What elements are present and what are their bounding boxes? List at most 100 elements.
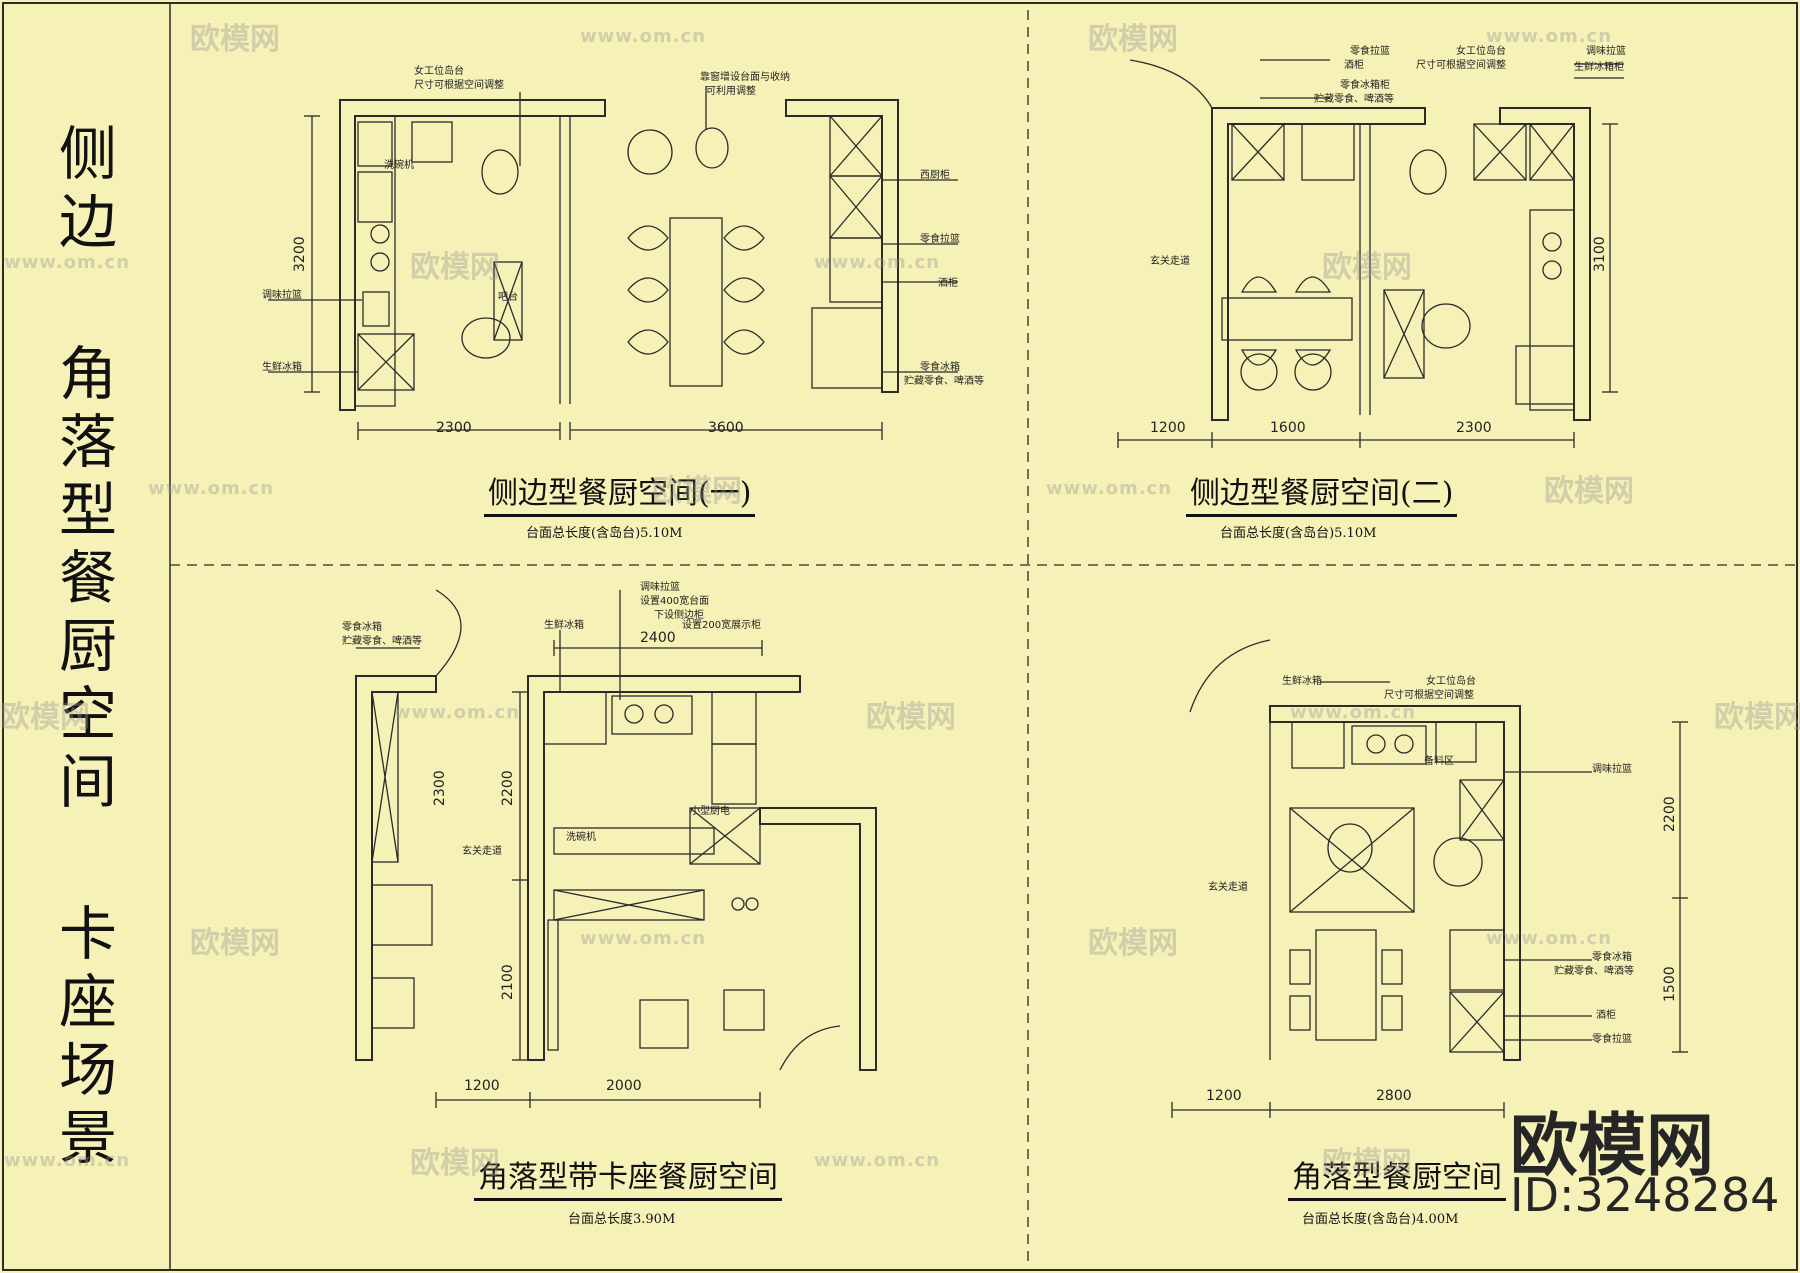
plan-3-label: 调味拉篮 — [640, 582, 680, 593]
plan-4-label: 玄关走道 — [1208, 882, 1248, 893]
watermark-brand: 欧模网 — [0, 700, 90, 735]
plan-1-subtitle: 台面总长度(含岛台)5.10M — [526, 526, 683, 541]
plan-1-label: 洗碗机 — [384, 160, 414, 171]
plan-1-label: 零食拉篮 — [920, 234, 960, 245]
plan-1-label: 零食冰箱 — [920, 362, 960, 373]
plan-3-dim: 2200 — [500, 770, 516, 806]
plan-1-label: 吧台 — [498, 292, 518, 303]
plan-3-drawing — [355, 589, 877, 1108]
plan-1-label: 生鲜冰箱 — [262, 362, 302, 373]
plan-1-title: 侧边型餐厨空间(一) — [484, 468, 756, 517]
watermark-url: www.om.cn — [1486, 26, 1613, 47]
plan-3-label: 下设侧边柜 — [654, 610, 704, 621]
watermark-brand: 欧模网 — [652, 474, 742, 509]
plan-1-label: 可利用调整 — [706, 86, 756, 97]
plan-2-dim: 2300 — [1456, 420, 1492, 436]
watermark-url: www.om.cn — [148, 478, 275, 499]
side-title-2: 角落型餐厨空间 — [58, 340, 117, 816]
plan-4-label: 零食冰箱 — [1592, 952, 1632, 963]
watermark-url: www.om.cn — [580, 26, 707, 47]
plan-1-label: 西厨柜 — [920, 170, 950, 181]
plan-2-label: 酒柜 — [1344, 60, 1364, 71]
plan-2-label: 贮藏零食、啤酒等 — [1314, 94, 1394, 105]
plan-2-label: 女工位岛台 — [1456, 46, 1506, 57]
watermark-brand: 欧模网 — [190, 22, 280, 57]
plan-3-label: 贮藏零食、啤酒等 — [342, 636, 422, 647]
plan-3-title: 角落型带卡座餐厨空间 — [474, 1152, 782, 1201]
plan-2-label: 生鲜冰箱柜 — [1574, 62, 1624, 73]
plan-4-label: 贮藏零食、啤酒等 — [1554, 966, 1634, 977]
side-title-1: 侧边 — [58, 120, 117, 256]
plan-2-dim: 1200 — [1150, 420, 1186, 436]
plan-1-label: 调味拉篮 — [262, 290, 302, 301]
side-title-3: 卡座场景 — [58, 900, 117, 1172]
plan-3-subtitle: 台面总长度3.90M — [568, 1212, 676, 1227]
plan-3-label: 零食冰箱 — [342, 622, 382, 633]
watermark-url: www.om.cn — [814, 1150, 941, 1171]
plan-4-dim: 2800 — [1376, 1088, 1412, 1104]
plan-4-label: 女工位岛台 — [1426, 676, 1476, 687]
plan-4-label: 酒柜 — [1596, 1010, 1616, 1021]
plan-2-dim: 1600 — [1270, 420, 1306, 436]
watermark-url: www.om.cn — [1290, 702, 1417, 723]
brand-logo: 欧模网 — [1510, 1107, 1715, 1186]
plan-2-label: 调味拉篮 — [1586, 46, 1626, 57]
plan-3-dim: 2100 — [500, 964, 516, 1000]
watermark-brand: 欧模网 — [1088, 22, 1178, 57]
plan-4-drawing — [1171, 639, 1688, 1118]
plan-2-label: 玄关走道 — [1150, 256, 1190, 267]
plan-3-dim: 1200 — [464, 1078, 500, 1094]
plan-1-dim: 3200 — [292, 236, 308, 272]
watermark-brand: 欧模网 — [410, 250, 500, 285]
plan-3-label: 设置400宽台面 — [640, 596, 710, 607]
plan-2-subtitle: 台面总长度(含岛台)5.10M — [1220, 526, 1377, 541]
watermark-brand: 欧模网 — [1322, 1146, 1412, 1181]
plan-4-dim: 2200 — [1662, 796, 1678, 832]
plan-2-title: 侧边型餐厨空间(二) — [1186, 468, 1458, 517]
plan-3-dim: 2400 — [640, 630, 676, 646]
plan-3-label: 洗碗机 — [566, 832, 596, 843]
plan-3-label: 生鲜冰箱 — [544, 620, 584, 631]
watermark-url: www.om.cn — [580, 928, 707, 949]
plan-4-dim: 1500 — [1662, 966, 1678, 1002]
plan-2-drawing — [1117, 59, 1624, 448]
plan-1-dim: 2300 — [436, 420, 472, 436]
plan-1-label: 尺寸可根据空间调整 — [414, 80, 504, 91]
watermark-url: www.om.cn — [4, 252, 131, 273]
plan-3-dim: 2000 — [606, 1078, 642, 1094]
plan-3-label: 小型厨电 — [690, 806, 730, 817]
watermark-brand: 欧模网 — [1088, 926, 1178, 961]
plan-1-label: 女工位岛台 — [414, 66, 464, 77]
plan-4-label: 尺寸可根据空间调整 — [1384, 690, 1474, 701]
watermark-url: www.om.cn — [4, 1150, 131, 1171]
plan-1-label: 靠窗增设台面与收纳 — [700, 72, 790, 83]
plan-4-dim: 1200 — [1206, 1088, 1242, 1104]
watermark-url: www.om.cn — [1046, 478, 1173, 499]
plan-3-label: 设置200宽展示柜 — [682, 620, 762, 631]
plan-4-label: 调味拉篮 — [1592, 764, 1632, 775]
watermark-brand: 欧模网 — [1714, 700, 1800, 735]
watermark-brand: 欧模网 — [1322, 250, 1412, 285]
plan-1-label: 酒柜 — [938, 278, 958, 289]
watermark-brand: 欧模网 — [866, 700, 956, 735]
plan-2-dim: 3100 — [1592, 236, 1608, 272]
plan-4-label: 备料区 — [1424, 756, 1454, 767]
plan-3-label: 玄关走道 — [462, 846, 502, 857]
plan-4-title: 角落型餐厨空间 — [1288, 1152, 1506, 1201]
watermark-url: www.om.cn — [394, 702, 521, 723]
watermark-brand: 欧模网 — [1544, 474, 1634, 509]
plan-4-label: 生鲜冰箱 — [1282, 676, 1322, 687]
watermark-url: www.om.cn — [814, 252, 941, 273]
plan-3-dim: 2300 — [432, 770, 448, 806]
plan-4-label: 零食拉篮 — [1592, 1034, 1632, 1045]
plan-4-subtitle: 台面总长度(含岛台)4.00M — [1302, 1212, 1459, 1227]
watermark-url: www.om.cn — [1486, 928, 1613, 949]
plan-2-label: 尺寸可根据空间调整 — [1416, 60, 1506, 71]
plan-1-dim: 3600 — [708, 420, 744, 436]
watermark-brand: 欧模网 — [410, 1146, 500, 1181]
plan-2-label: 零食冰箱柜 — [1340, 80, 1390, 91]
plan-1-drawing — [268, 86, 958, 440]
plan-1-label: 贮藏零食、啤酒等 — [904, 376, 984, 387]
